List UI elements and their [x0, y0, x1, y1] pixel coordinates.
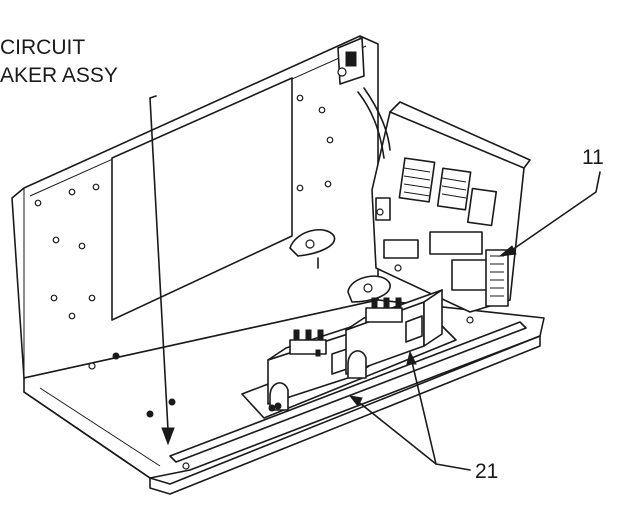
bracket-hole	[268, 404, 276, 412]
panel-holes	[34, 94, 334, 320]
circuit-board	[371, 101, 531, 313]
leader-11	[498, 171, 601, 257]
base-rail	[169, 321, 527, 463]
transformer-right	[345, 289, 443, 379]
panel-label-area	[111, 77, 293, 321]
part-number-11: 11	[582, 146, 604, 169]
circuit-breaker-label-line2: AKER ASSY	[0, 64, 118, 87]
cable-clamp-base	[347, 275, 391, 303]
ribbon-cable	[357, 87, 391, 159]
circuit-breaker-label-line1: CIRCUIT	[0, 36, 86, 59]
leader-21	[348, 350, 471, 471]
breaker-arrow	[149, 95, 175, 446]
cable-clamp-left	[289, 228, 336, 269]
breaker-bracket	[337, 37, 365, 85]
part-number-21: 21	[475, 460, 499, 483]
